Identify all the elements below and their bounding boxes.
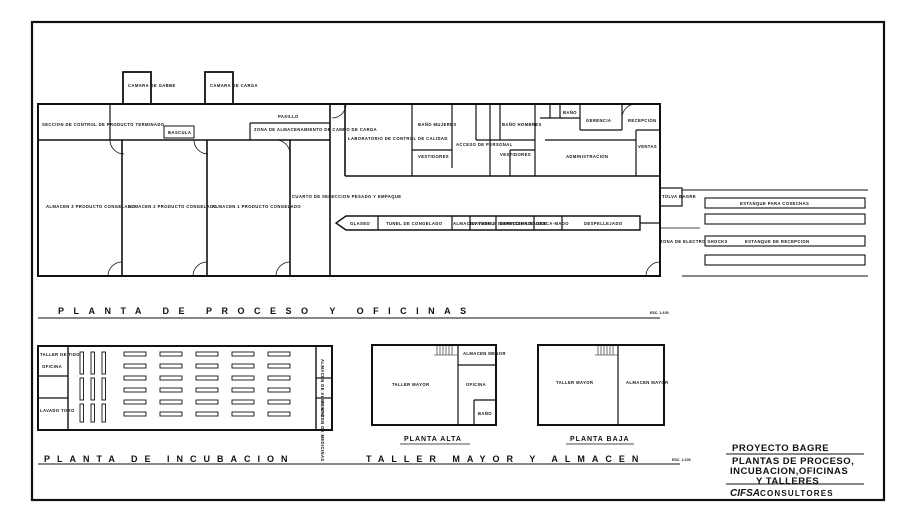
label-estanque-recepcion: ESTANQUE DE RECEPCION bbox=[745, 239, 809, 244]
label-zona-almacenamiento: ZONA DE ALMACENAMIENTO DE CAMPO DE CARGA bbox=[254, 127, 377, 132]
label-inc-oficina: OFICINA bbox=[42, 364, 62, 369]
incubacion-outline bbox=[37, 345, 333, 431]
title-planta-proceso: PLANTA DE PROCESO Y OFICINAS bbox=[58, 306, 476, 316]
title-planta-alta: PLANTA ALTA bbox=[404, 436, 462, 443]
label-descamado: DESCA-MADO bbox=[536, 221, 569, 226]
label-almacen-1: ALMACEN 1 PRODUCTO CONGELADO bbox=[212, 204, 301, 209]
incubation-tanks bbox=[79, 351, 291, 423]
label-cuarto-seleccion: CUARTO DE SELECCION PESADO Y EMPAQUE bbox=[292, 194, 402, 199]
title-planta-incubacion: PLANTA DE INCUBACION bbox=[44, 454, 295, 464]
label-ventas: VENTAS bbox=[638, 144, 657, 149]
label-almacen-2: ALMACEN 2 PRODUCTO CONGELADO bbox=[128, 204, 217, 209]
label-inc-lavado: LAVADO TORO bbox=[40, 408, 75, 413]
sheet-border bbox=[30, 20, 886, 502]
processing-line bbox=[334, 215, 641, 231]
label-acceso-personal: ACCESO DE PERSONAL bbox=[456, 142, 513, 147]
label-bascula: BASCULA bbox=[168, 130, 191, 135]
title-planta-baja: PLANTA BAJA bbox=[570, 436, 630, 443]
planta-alta-outline bbox=[371, 344, 497, 426]
label-tolva: TOLVA BAGRE bbox=[662, 194, 696, 199]
label-camara-gabba: CAMARA DE GABBE bbox=[128, 83, 176, 88]
label-almacen-3: ALMACEN 3 PRODUCTO CONGELADO bbox=[46, 204, 135, 209]
title-project: PROYECTO BAGRE bbox=[732, 443, 829, 454]
label-bano-hombres: BAÑO HOMBRES bbox=[502, 122, 542, 127]
label-inc-taller: TALLER DE TIDO bbox=[40, 352, 80, 357]
label-taller-mayor-alta: TALLER MAYOR bbox=[392, 382, 429, 387]
label-pasillo: PASILLO bbox=[278, 114, 299, 119]
label-inc-almacen-medicinas: ALMACEN DE MEDICINAS bbox=[320, 401, 325, 462]
label-bano-taller: BAÑO bbox=[478, 411, 492, 416]
label-despellejado: DESPELLEJADO bbox=[584, 221, 623, 226]
title-block: PROYECTO BAGRE PLANTAS DE PROCESO, INCUB… bbox=[730, 443, 854, 499]
label-camara-carga: CAMARA DE CARGA bbox=[210, 83, 258, 88]
label-vestidores-2: VESTIDORES bbox=[500, 152, 531, 157]
label-gerencia: GERENCIA bbox=[586, 118, 611, 123]
title-taller-almacen: TALLER MAYOR Y ALMACEN bbox=[366, 454, 645, 464]
label-laboratorio: LABORATORIO DE CONTROL DE CALIDAD bbox=[348, 136, 448, 141]
scale-taller: ESC. 1:100 bbox=[672, 458, 691, 462]
title-line-1: PLANTAS DE PROCESO, bbox=[732, 456, 854, 467]
label-administracion: ADMINISTRACION bbox=[566, 154, 608, 159]
scale-proceso: ESC. 1:100 bbox=[650, 311, 669, 315]
label-inc-almacen-alimento: ALMACEN DE ALIMENTO bbox=[320, 359, 325, 418]
label-recepcion: RECEPCION bbox=[628, 118, 657, 123]
label-almacen-mayor: ALMACEN MAYOR bbox=[626, 380, 669, 385]
firm-name: CONSULTORES bbox=[760, 489, 834, 498]
label-almacen-tunel: ALMACEN TUNEL bbox=[453, 221, 494, 226]
title-line-2: INCUBACION,OFICINAS bbox=[730, 466, 848, 477]
label-vestidores-1: VESTIDORES bbox=[418, 154, 449, 159]
label-bano-mujeres: BAÑO MUJERES bbox=[418, 122, 457, 127]
label-seccion-control: SECCION DE CONTROL DE PRODUCTO TERMINADO bbox=[42, 122, 165, 127]
planta-baja-outline bbox=[537, 344, 665, 426]
label-descabezado: DESVICERADO bbox=[500, 221, 535, 226]
label-glaseo: GLASEO bbox=[350, 221, 370, 226]
label-estanque-cosechas: ESTANQUE PARA COSECHAS bbox=[740, 201, 809, 206]
label-zona-electro: ZONA DE ELECTRO SHOCKS bbox=[660, 239, 728, 244]
label-lavado: LAVADO E INSPECCION BAGRE bbox=[472, 221, 547, 226]
label-oficina-taller: OFICINA bbox=[466, 382, 486, 387]
label-tunel: TUNEL DE CONGELADO bbox=[386, 221, 443, 226]
title-line-3: Y TALLERES bbox=[756, 476, 819, 487]
label-taller-mayor-baja: TALLER MAYOR bbox=[556, 380, 593, 385]
firm-brand: CIFSA bbox=[730, 488, 760, 499]
label-bano-small: BAÑO bbox=[563, 110, 577, 115]
label-almacen-menor: ALMACEN MENOR bbox=[463, 351, 506, 356]
